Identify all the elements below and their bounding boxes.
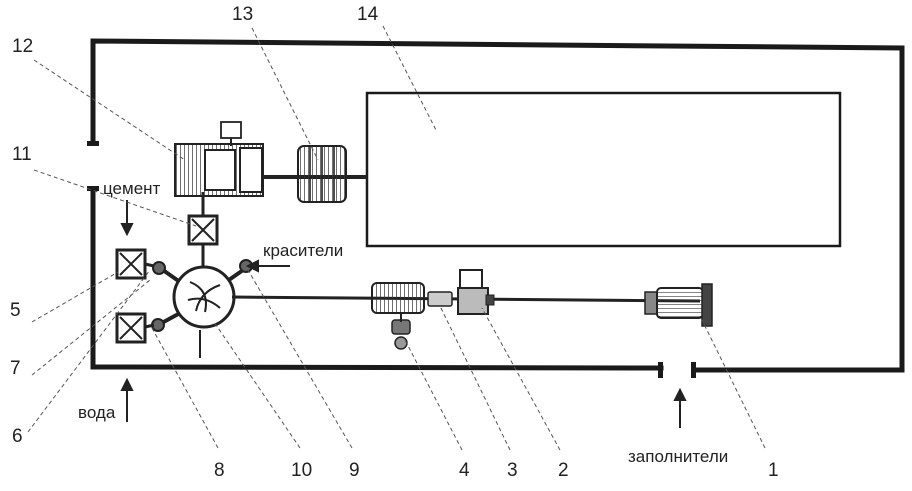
- aggregate-feeder: [644, 283, 713, 327]
- doser-cement: [115, 248, 155, 280]
- callout-4: 4: [459, 460, 470, 481]
- gear-unit: [457, 269, 495, 315]
- label-cement: цемент: [103, 179, 161, 198]
- building-outline: [90, 38, 905, 373]
- callout-13: 13: [232, 4, 253, 25]
- leader-lines: [27, 25, 766, 451]
- coupling-unit: [427, 291, 453, 307]
- feeder-valve: [187, 214, 219, 246]
- label-water: вода: [78, 403, 116, 422]
- callout-5: 5: [10, 300, 21, 321]
- mixer-assembly: [151, 259, 253, 358]
- label-aggregates: заполнители: [628, 447, 728, 466]
- drum-unit: [371, 282, 425, 350]
- doser-water: [115, 312, 155, 344]
- stacking-unit: [297, 145, 347, 203]
- wall-top: [90, 38, 905, 373]
- wall-openings: [87, 141, 696, 378]
- press-unit: [174, 121, 367, 197]
- callout-6: 6: [12, 426, 23, 447]
- callout-12: 12: [12, 36, 33, 57]
- label-dyes: красители: [263, 241, 343, 260]
- callout-8: 8: [214, 460, 225, 481]
- callout-14: 14: [357, 4, 379, 25]
- callout-1: 1: [768, 460, 779, 481]
- callout-2: 2: [558, 460, 569, 481]
- callout-9: 9: [349, 460, 360, 481]
- storage-area: [365, 91, 842, 248]
- callout-7: 7: [10, 358, 21, 379]
- wall-left-bottom: [90, 187, 664, 371]
- callout-3: 3: [507, 460, 518, 481]
- callout-10: 10: [291, 460, 312, 481]
- input-arrows: [120, 200, 687, 428]
- callout-11: 11: [12, 144, 32, 165]
